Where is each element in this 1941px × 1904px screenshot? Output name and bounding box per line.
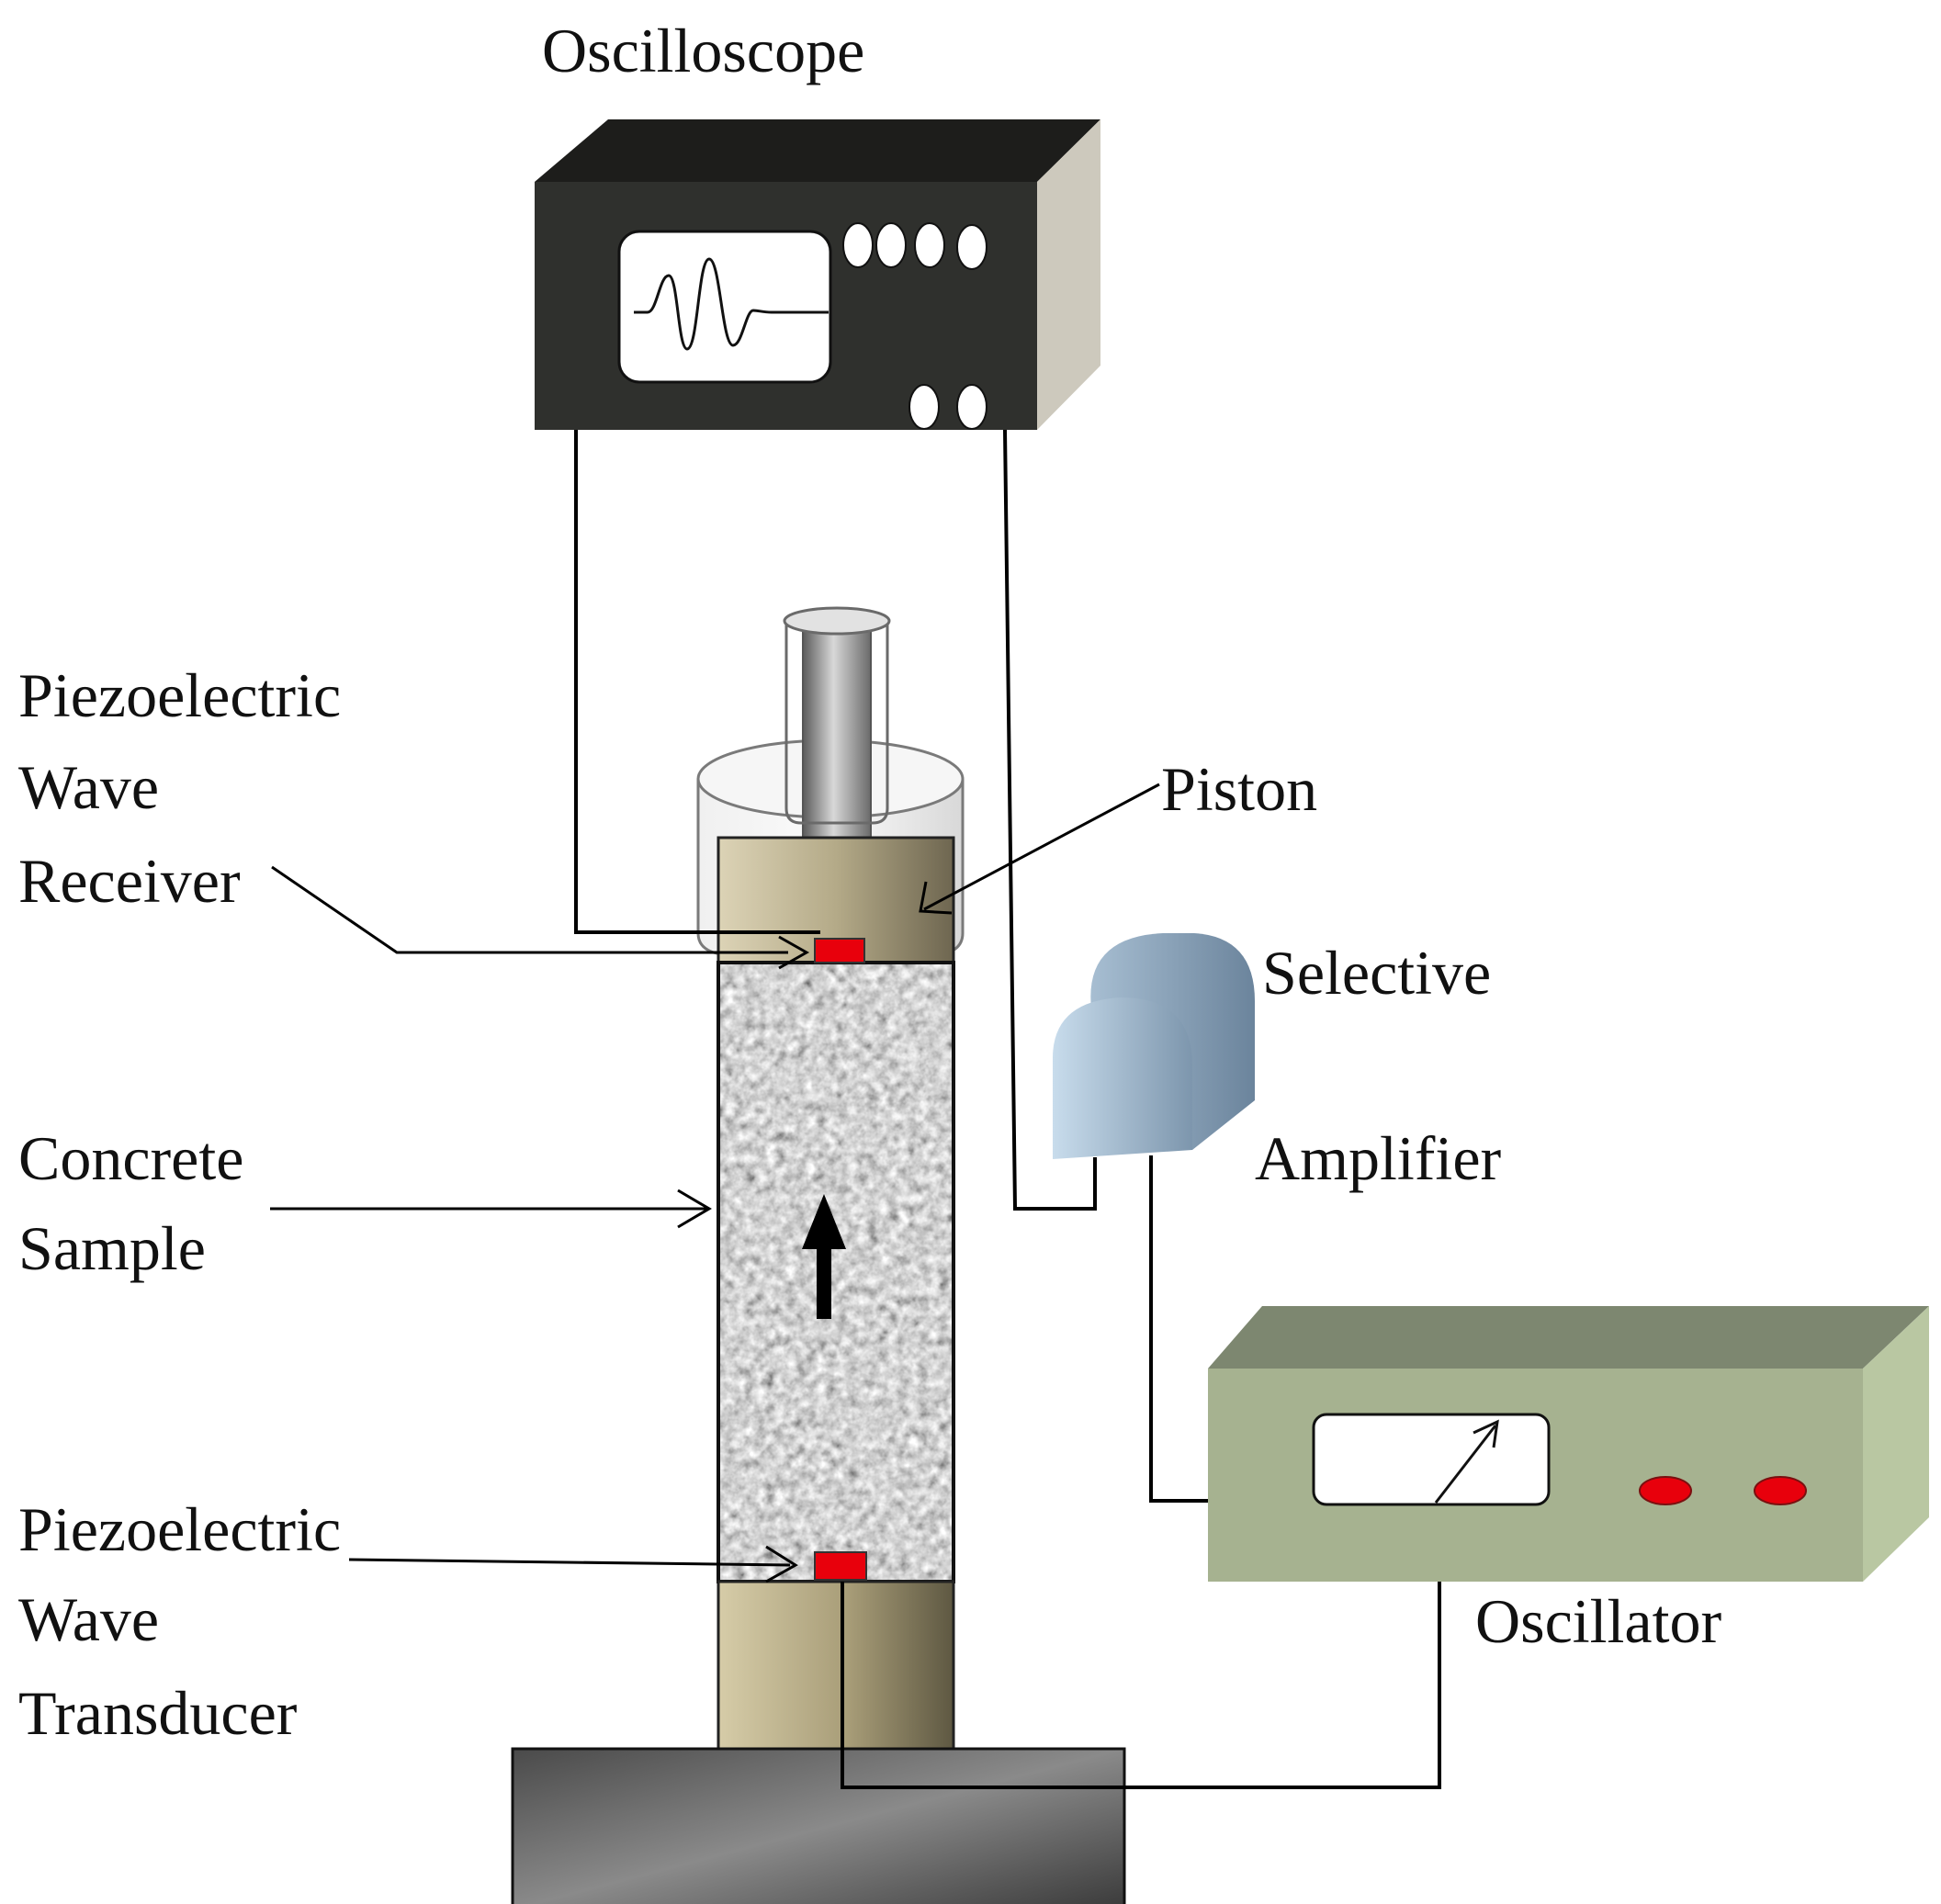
label-oscilloscope: Oscilloscope [542, 16, 864, 85]
oscillator-meter [1312, 1413, 1551, 1506]
oscillator [1208, 1306, 1929, 1582]
label-receiver-line3: Receiver [18, 846, 241, 916]
piston-sleeve [784, 621, 889, 825]
amplifier-front [1053, 997, 1192, 1159]
arrowhead-icon [919, 881, 953, 915]
oscillator-top [1208, 1306, 1929, 1369]
leader-piston [923, 783, 1160, 911]
arrowhead-icon [765, 1545, 798, 1583]
waveform-icon [634, 257, 829, 351]
piston-sleeve-top [783, 606, 891, 636]
knob-icon [875, 222, 907, 268]
wire-oscilloscope-to-receiver [574, 430, 820, 934]
oscilloscope-top [535, 119, 1100, 182]
label-receiver-line1: Piezoelectric [18, 660, 341, 730]
selective-amplifier [1053, 933, 1255, 1159]
label-amplifier-line1: Selective [1262, 938, 1491, 1008]
wire-oscilloscope-to-amplifier [1003, 429, 1097, 1211]
label-sample-line1: Concrete [18, 1123, 243, 1193]
transducer-block [717, 1580, 955, 1751]
label-transducer-line1: Piezoelectric [18, 1494, 341, 1564]
piezo-receiver-element [814, 938, 865, 963]
knob-icon [842, 222, 874, 268]
knob-icon [914, 222, 945, 268]
meter-needle-icon [1434, 1419, 1499, 1504]
leader-transducer [348, 1558, 791, 1567]
oscilloscope-knobs [842, 222, 987, 430]
label-piston: Piston [1161, 754, 1317, 824]
upward-arrow-icon [802, 1194, 846, 1319]
base-plate [511, 1747, 1126, 1904]
knob-icon [956, 384, 987, 430]
arrowhead-icon [677, 1189, 712, 1229]
label-oscillator: Oscillator [1475, 1586, 1722, 1656]
arrowhead-icon [778, 935, 810, 970]
label-receiver-line2: Wave [18, 752, 159, 822]
leader-lines [270, 783, 1160, 1583]
label-sample-line2: Sample [18, 1213, 206, 1283]
piezo-transducer-element [814, 1551, 867, 1581]
oscillator-indicator-icon [1639, 1476, 1692, 1505]
wiring [574, 429, 1441, 1789]
leader-receiver [271, 865, 788, 954]
piston-rod [802, 613, 872, 840]
label-transducer-line2: Wave [18, 1584, 159, 1654]
oscilloscope-side [1037, 119, 1100, 430]
oscilloscope-screen [617, 230, 832, 384]
label-amplifier-line2: Amplifier [1255, 1123, 1502, 1193]
label-transducer-line3: Transducer [18, 1678, 298, 1748]
concrete-sample [717, 961, 955, 1583]
oscillator-indicator-icon [1754, 1476, 1807, 1505]
piston-assembly [696, 606, 965, 964]
oscillator-side [1863, 1306, 1929, 1582]
knob-icon [956, 224, 987, 270]
wire-oscillator-to-transducer [841, 1582, 1441, 1789]
sample-texture [718, 963, 954, 1582]
knob-icon [908, 384, 940, 430]
oscilloscope [535, 119, 1100, 430]
wire-amplifier-to-oscillator [1149, 1155, 1208, 1503]
